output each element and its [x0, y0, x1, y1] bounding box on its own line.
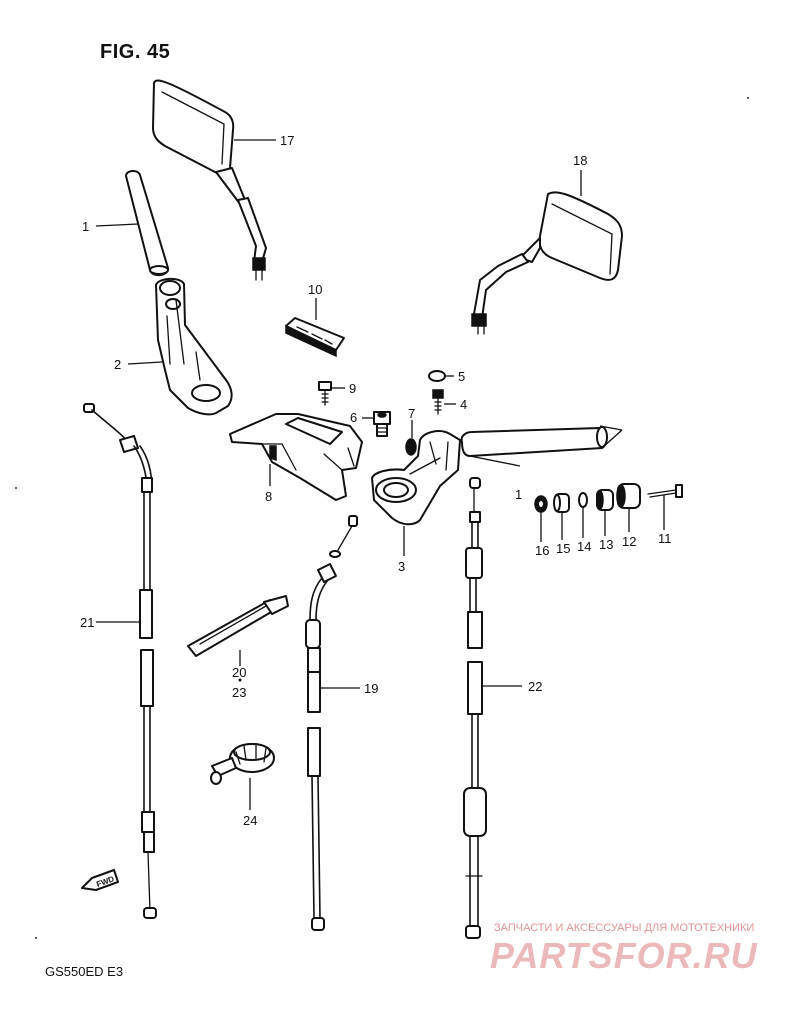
callout-14: 14: [577, 539, 592, 554]
figure-title: FIG. 45: [100, 41, 171, 63]
callout-2: 2: [114, 357, 122, 372]
cushion-13: [596, 489, 614, 511]
callout-23: 23: [232, 685, 247, 700]
callout-5: 5: [458, 369, 466, 384]
callout-16: 16: [535, 543, 550, 558]
callout-4: 4: [460, 397, 468, 412]
callout-12: 12: [622, 534, 637, 549]
throttle-cable: [83, 403, 157, 919]
nut-16: [534, 495, 548, 513]
cable-tie: [187, 595, 289, 682]
callout-11: 11: [658, 531, 672, 546]
callout-18: 18: [573, 153, 588, 168]
washer-7: [405, 438, 417, 456]
callout-17: 17: [280, 133, 295, 148]
callout-24: 24: [243, 813, 258, 828]
callout-7: 7: [408, 406, 416, 421]
callout-6: 6: [350, 410, 358, 425]
bolt-9: [318, 381, 332, 406]
choke-cable: [305, 515, 358, 931]
handlebar-left: [155, 277, 233, 416]
callout-20: 20: [232, 665, 247, 680]
clutch-cable: [463, 477, 487, 939]
callout-10: 10: [308, 282, 323, 297]
cable-clamp: [210, 743, 275, 785]
washer-14: [578, 492, 588, 508]
leader-lines: [95, 139, 665, 810]
forward-arrow-icon: [81, 869, 119, 891]
balancer-12: [616, 483, 641, 509]
mirror-right: [471, 191, 623, 335]
callout-1-right: 1: [515, 487, 523, 502]
watermark-logo: PARTSFOR.RU: [490, 935, 758, 976]
callout-9: 9: [349, 381, 357, 396]
mirror-left: [152, 79, 267, 281]
watermark-tagline: ЗАПЧАСТИ И АКСЕССУАРЫ ДЛЯ МОТОТЕХНИКИ: [494, 922, 755, 934]
model-code: GS550ED E3: [45, 964, 124, 979]
bolt-4: [432, 389, 444, 415]
cap-5: [428, 370, 446, 382]
callout-3: 3: [398, 559, 406, 574]
handlebar-right: [371, 430, 461, 526]
callout-21: 21: [80, 615, 95, 630]
grip-right: [460, 425, 623, 467]
callout-13: 13: [599, 537, 614, 552]
handlebar-badge: [285, 317, 345, 358]
grip-left: [125, 170, 169, 276]
top-bridge: [229, 413, 363, 501]
bolt-6: [373, 411, 391, 437]
callout-1: 1: [82, 219, 90, 234]
callout-8: 8: [265, 489, 273, 504]
screw-11: [647, 484, 683, 498]
callout-22: 22: [528, 679, 543, 694]
callout-15: 15: [556, 541, 571, 556]
spacer-15: [553, 493, 570, 513]
callout-19: 19: [364, 681, 379, 696]
